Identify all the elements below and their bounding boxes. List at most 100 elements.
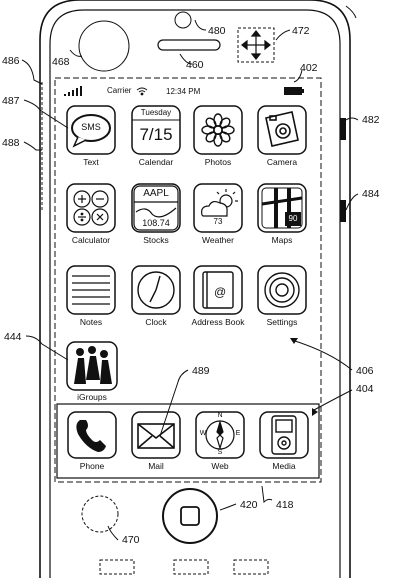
arrowhead-406 <box>290 338 298 344</box>
ref-480: 480 <box>208 25 226 37</box>
device-outer-outline <box>39 0 351 578</box>
front-camera <box>174 11 192 29</box>
ref-460: 460 <box>186 59 204 71</box>
phone-handset-icon <box>76 420 106 452</box>
app-label-calculator: Calculator <box>71 235 111 245</box>
weather-icon <box>201 189 238 217</box>
side-button-volume-up <box>340 118 346 140</box>
address-book-icon: @ <box>202 271 234 309</box>
dock-tray <box>56 403 320 479</box>
home-button-square-icon <box>180 506 200 526</box>
touch-screen-boundary <box>54 77 322 483</box>
ref-468: 468 <box>52 56 70 68</box>
app-icon-frame-maps[interactable] <box>257 183 307 233</box>
app-label-photos: Photos <box>204 157 232 167</box>
dock-label-mail: Mail <box>148 461 164 471</box>
stocks-price: 108.74 <box>142 218 170 228</box>
camera-icon <box>265 111 299 147</box>
bottom-port-center <box>173 559 209 575</box>
app-icon-frame-settings[interactable] <box>257 265 307 315</box>
ref-444: 444 <box>4 331 22 343</box>
arrowhead-404 <box>312 408 318 416</box>
compass-w: W <box>199 430 207 437</box>
device-inner-outline <box>49 9 341 578</box>
app-label-camera: Camera <box>266 157 298 167</box>
compass-s: S <box>217 449 223 456</box>
calculator-icon <box>73 190 109 226</box>
photos-flower-icon <box>201 113 235 147</box>
app-label-notes: Notes <box>79 317 103 327</box>
compass-e: E <box>235 430 241 437</box>
app-label-stocks: Stocks <box>143 235 169 245</box>
bottom-port-left <box>99 559 135 575</box>
app-icon-frame-weather[interactable] <box>193 183 243 233</box>
app-icon-frame-calendar[interactable] <box>131 105 181 155</box>
app-icon-frame-camera[interactable] <box>257 105 307 155</box>
dock-icon-frame-web[interactable] <box>195 411 245 459</box>
move-arrows-icon <box>241 30 271 60</box>
optical-sensor-box <box>237 27 275 63</box>
proximity-sensor <box>78 20 130 72</box>
home-button[interactable] <box>162 488 218 544</box>
signal-strength-icon <box>64 86 82 96</box>
ref-406: 406 <box>356 365 374 377</box>
ref-482: 482 <box>362 114 380 126</box>
dock-label-media: Media <box>272 461 296 471</box>
status-carrier: Carrier <box>107 86 132 95</box>
maps-icon <box>261 187 303 229</box>
ref-488: 488 <box>2 137 20 149</box>
speaker-slot <box>157 39 221 51</box>
ref-470: 470 <box>122 534 140 546</box>
app-icon-frame-calculator[interactable] <box>66 183 116 233</box>
app-label-settings: Settings <box>266 317 298 327</box>
ref-484: 484 <box>362 188 380 200</box>
settings-icon <box>264 272 300 308</box>
text-sms-icon <box>71 114 111 148</box>
bottom-port-right <box>233 559 269 575</box>
igroups-people-icon <box>74 346 112 384</box>
app-icon-frame-address-book[interactable] <box>193 265 243 315</box>
app-icon-frame-text[interactable] <box>66 105 116 155</box>
battery-icon <box>284 87 304 95</box>
app-icon-frame-notes[interactable] <box>66 265 116 315</box>
app-label-weather: Weather <box>202 235 234 245</box>
dock-label-web: Web <box>211 461 229 471</box>
notes-icon <box>72 275 110 305</box>
app-label-address-book: Address Book <box>191 317 245 327</box>
dock-icon-frame-mail[interactable] <box>131 411 181 459</box>
side-button-volume-down <box>340 200 346 222</box>
ref-404: 404 <box>356 383 374 395</box>
app-label-text: Text <box>83 157 99 167</box>
calendar-day: Tuesday <box>140 108 172 117</box>
clock-icon <box>137 271 175 309</box>
sms-text: SMS <box>81 122 101 132</box>
mail-envelope-icon <box>137 423 175 449</box>
ref-420: 420 <box>240 499 258 511</box>
dock-icon-frame-phone[interactable] <box>67 411 117 459</box>
dock-label-phone: Phone <box>79 461 105 471</box>
ref-486: 486 <box>2 55 20 67</box>
dock-icon-frame-media[interactable] <box>259 411 309 459</box>
ref-489: 489 <box>192 365 210 377</box>
leader-lines <box>21 5 359 541</box>
app-icon-frame-stocks[interactable] <box>131 183 181 233</box>
app-label-maps: Maps <box>271 235 293 245</box>
svg-text:@: @ <box>214 285 226 299</box>
stocks-icon <box>133 185 179 231</box>
calendar-date: 7/15 <box>139 125 173 144</box>
compass-n: N <box>217 412 223 419</box>
compass-web-icon <box>205 419 235 451</box>
ref-418: 418 <box>276 499 294 511</box>
ref-472: 472 <box>292 25 310 37</box>
bottom-sensor-circle <box>81 495 119 533</box>
stocks-ticker: AAPL <box>143 188 169 199</box>
status-time: 12:34 PM <box>166 87 201 96</box>
app-icon-frame-clock[interactable] <box>131 265 181 315</box>
media-player-icon <box>271 415 297 455</box>
app-icon-frame-photos[interactable] <box>193 105 243 155</box>
weather-temp: 73 <box>213 217 223 226</box>
app-icon-frame-igroups[interactable] <box>66 341 118 391</box>
wifi-icon <box>136 87 148 96</box>
ref-487: 487 <box>2 95 20 107</box>
